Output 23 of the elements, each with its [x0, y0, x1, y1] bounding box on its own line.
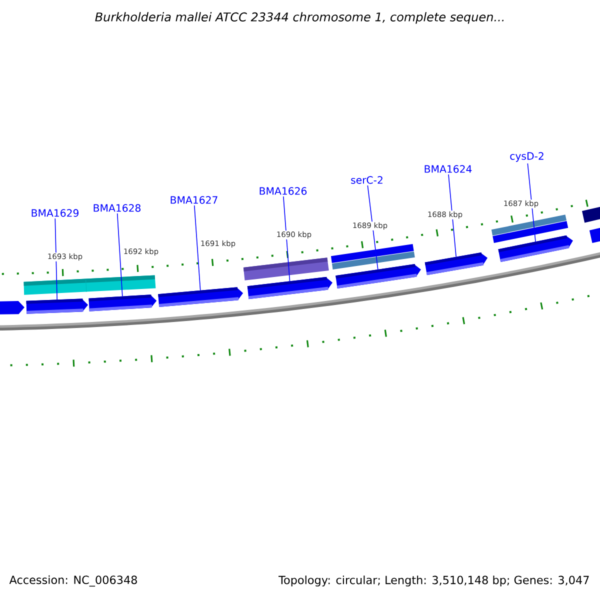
leader-line	[367, 185, 378, 270]
gene-feature	[247, 276, 332, 300]
leader-line	[116, 213, 123, 297]
leader-line	[283, 196, 290, 282]
gene-label: cysD-2	[510, 152, 544, 162]
gene-feature	[336, 264, 421, 289]
gene-label: BMA1628	[94, 204, 140, 212]
title: Burkholderia mallei ATCC 23344 chromosome 1, complete sequen...	[95, 12, 504, 24]
leader-line	[448, 174, 456, 258]
leader-line	[527, 163, 536, 242]
gene-feature	[424, 252, 488, 276]
gene-label: serC-2	[351, 176, 382, 184]
gene-label: BMA1626	[260, 187, 307, 195]
footer-text: Topology: circular; Length: 3,510,148 bp; Genes: 3,047	[278, 576, 589, 586]
gene-label: BMA1624	[424, 165, 472, 173]
leader-line	[54, 218, 58, 300]
gene-feature	[158, 287, 244, 308]
leader-line	[194, 205, 201, 291]
gene-feature	[88, 294, 157, 312]
gene-label: BMA1629	[32, 209, 78, 217]
footer-text: Accession: NC_006348	[9, 575, 137, 587]
gene-feature	[498, 235, 573, 262]
gene-label: BMA1627	[170, 196, 218, 204]
